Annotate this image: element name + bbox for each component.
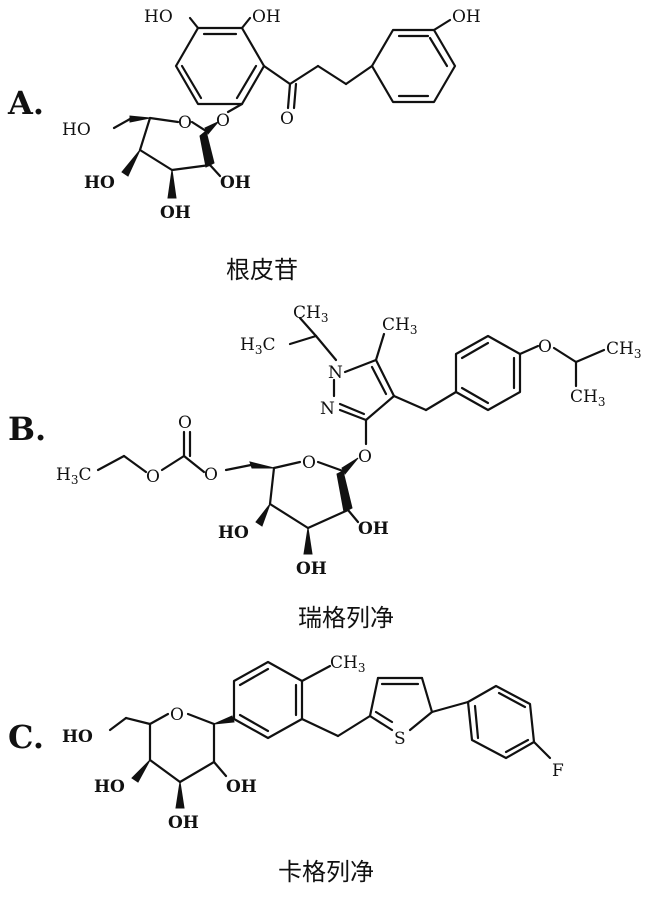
atom-oh-a3: OH — [452, 7, 481, 27]
atom-ch3-b4: CH3 — [570, 387, 605, 409]
atom-oh-c4: OH — [226, 777, 257, 797]
atom-ch3-c: CH3 — [330, 653, 365, 675]
atom-ho-a-ch2: HO — [62, 120, 91, 140]
atom-o-ether-b: O — [538, 337, 552, 357]
panel-label-c: C. — [8, 718, 44, 756]
atom-o-ketone: O — [280, 109, 294, 129]
compound-name-c: 卡格列净 — [278, 858, 374, 886]
atom-h3c-b1: H3C — [240, 335, 275, 357]
structure-c: C. O HO HO OH OH CH3 S — [8, 653, 564, 833]
atom-o-ring-a: O — [178, 113, 192, 133]
atom-o-b5: O — [178, 413, 192, 433]
atom-h3c-b2: H3C — [56, 465, 91, 487]
atom-oh-a5: OH — [160, 203, 191, 223]
compound-name-b: 瑞格列净 — [298, 604, 394, 632]
atom-oh-a2: OH — [252, 7, 281, 27]
atom-o-ring-c: O — [170, 705, 184, 725]
atom-ho-c1: HO — [62, 727, 93, 747]
atom-ho-a4: HO — [84, 173, 115, 193]
atom-o-glyco-a: O — [216, 111, 230, 131]
atom-n2-b: N — [320, 399, 335, 419]
structure-b: B. CH3 H3C N N CH3 O CH3 CH3 — [8, 303, 641, 579]
structure-a: A. HO OH O OH O O — [7, 7, 481, 223]
atom-f-c: F — [552, 761, 564, 781]
atom-oh-b3: OH — [358, 519, 389, 539]
atom-oh-a6: OH — [220, 173, 251, 193]
atom-o-b4: O — [204, 465, 218, 485]
atom-n1-b: N — [328, 363, 343, 383]
atom-oh-c3: OH — [168, 813, 199, 833]
atom-ch3-b3: CH3 — [606, 339, 641, 361]
atom-ch3-b1: CH3 — [293, 303, 328, 325]
atom-ch3-b2: CH3 — [382, 315, 417, 337]
atom-s-c: S — [394, 729, 406, 749]
compound-name-a: 根皮苷 — [226, 256, 298, 284]
atom-o-glyco-b: O — [358, 447, 372, 467]
atom-o-ring-b: O — [302, 453, 316, 473]
atom-oh-b2: OH — [296, 559, 327, 579]
atom-ho-a1: HO — [144, 7, 173, 27]
atom-o-b6: O — [146, 467, 160, 487]
atom-ho-b1: HO — [218, 523, 249, 543]
panel-label-a: A. — [7, 84, 44, 122]
panel-label-b: B. — [8, 410, 46, 448]
atom-ho-c2: HO — [94, 777, 125, 797]
